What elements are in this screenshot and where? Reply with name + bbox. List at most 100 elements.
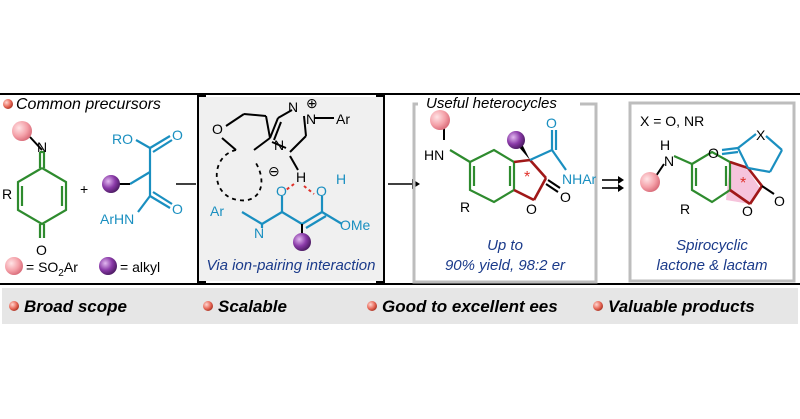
triazolium-catalyst <box>221 109 334 171</box>
lactone-co-double-2 <box>545 183 559 193</box>
heterocycles-caption-2: 90% yield, 98:2 er <box>445 257 566 274</box>
feature-bullet-icon <box>203 301 213 311</box>
catalyst-box <box>198 97 384 281</box>
cat-n-label-1: N <box>288 99 298 115</box>
panel3-frame <box>412 102 598 284</box>
feature-bullet-icon <box>9 301 19 311</box>
stereo-star: * <box>524 169 530 186</box>
heterocycles-heading: Useful heterocycles <box>426 95 557 112</box>
enolate-ar-label: Ar <box>210 203 224 219</box>
feature-bullet-icon <box>367 301 377 311</box>
enolate-ome-label: OMe <box>340 217 371 233</box>
spiro-h-label: H <box>660 137 670 153</box>
catalyst-caption: Via ion-pairing interaction <box>207 257 376 274</box>
cat-h-label: H <box>296 169 306 185</box>
plus-sign: + <box>80 181 88 197</box>
arhn-label: ArHN <box>100 211 134 227</box>
spiro-carbonyl-o-label: O <box>774 193 785 209</box>
heterocycles-panel: Useful heterocycles HN NHAr O O O R * <box>412 95 598 284</box>
cat-n-label-2: N <box>306 111 316 127</box>
panel4-frame <box>628 101 796 283</box>
n-to-sphere-bond <box>29 136 43 151</box>
x-definition: X = O, NR <box>640 113 704 129</box>
cat-ar-label: Ar <box>336 111 350 127</box>
enolate-o-label-2: O <box>316 183 327 199</box>
enolate-substrate <box>241 196 343 229</box>
precursors-panel: Common precursors N R O + <box>2 96 183 279</box>
nh-bond <box>449 149 471 163</box>
spiro-caption-2: lactone & lactam <box>657 257 768 274</box>
multistep-arrow <box>602 176 624 192</box>
carbonyl-o-label: O <box>560 189 571 205</box>
legend-sulfonyl: = SO2Ar <box>26 259 78 279</box>
lactone-ring <box>513 158 548 202</box>
fused-ring-dashed <box>215 149 263 202</box>
cat-o-label: O <box>212 121 223 137</box>
amide-branch-bond <box>529 148 553 162</box>
catalyst-panel: O N N ⊕ Ar N H ⊖ O O H Ar N OMe Via io <box>197 95 385 283</box>
amide-o-label-p: O <box>546 115 557 131</box>
wedge-bond <box>518 144 530 160</box>
h-bond-1 <box>285 183 295 191</box>
spiro-ring-o-label: O <box>742 203 753 219</box>
enolate-minus-label: ⊖ <box>268 163 280 179</box>
enolate-alkyl-sphere-icon <box>293 233 311 251</box>
spiro-panel: X = O, NR H N X O O <box>628 101 796 283</box>
feature-label: Valuable products <box>608 297 755 316</box>
enolate-o-label-1: O <box>276 183 287 199</box>
lactone-o-label: O <box>526 201 537 217</box>
feature-item-scalable: Scalable <box>203 297 287 316</box>
legend-sulfonyl-sphere-icon <box>5 257 23 275</box>
feature-bar-bg <box>2 288 798 324</box>
feature-item-broad-scope: Broad scope <box>9 297 127 316</box>
feature-bullet-icon <box>593 301 603 311</box>
feature-label: Broad scope <box>24 297 127 316</box>
precursors-heading: Common precursors <box>16 96 161 113</box>
legend-alkyl-sphere-icon <box>99 257 117 275</box>
cat-plus-label: ⊕ <box>306 95 318 111</box>
amide-o-label: O <box>172 201 183 217</box>
product-sulfonyl-sphere-icon <box>430 110 450 130</box>
spiro-r-label: R <box>680 201 690 217</box>
product-alkyl-sphere-icon <box>507 131 525 149</box>
feature-label: Good to excellent ees <box>382 297 558 316</box>
h-bond-2 <box>303 185 315 195</box>
malonamide-structure <box>129 135 173 213</box>
feature-item-valuable: Valuable products <box>593 297 755 316</box>
benzofuranone-structure <box>468 148 516 204</box>
ester-o-label: O <box>172 127 183 143</box>
enolate-n-label: N <box>254 225 264 241</box>
feature-item-good-ees: Good to excellent ees <box>367 297 558 316</box>
heterocycles-caption-1: Up to <box>487 237 523 254</box>
cat-n-label-3: N <box>274 137 284 153</box>
feature-bar: Broad scope Scalable Good to excellent e… <box>2 288 798 324</box>
ro-label: RO <box>112 131 133 147</box>
alkyl-sphere-icon <box>102 175 120 193</box>
sulfonyl-sphere-icon <box>12 121 32 141</box>
spiro-n-sphere-bond <box>655 163 665 177</box>
quinone-imine-structure <box>16 150 68 238</box>
spiro-top-o-label: O <box>708 145 719 161</box>
enolate-h-label: H <box>336 171 346 187</box>
heading-bullet-icon <box>3 99 13 109</box>
amide-n-bond <box>551 149 567 171</box>
ring-r-label: R <box>2 186 12 202</box>
lactone-co-double <box>547 179 561 189</box>
spiro-co-double <box>761 185 775 195</box>
spiro-stereo-star: * <box>740 175 746 192</box>
hn-label: HN <box>424 147 444 163</box>
spiro-top-ring <box>721 133 783 174</box>
spiro-n-label: N <box>664 153 674 169</box>
product-r-label: R <box>460 199 470 215</box>
spiro-sulfonyl-sphere-icon <box>640 172 660 192</box>
spiro-lactone-ring <box>729 160 764 206</box>
ring-o-label: O <box>36 242 47 258</box>
spiro-x-label: X <box>756 127 766 143</box>
imine-n-label: N <box>37 139 47 155</box>
bracket-left <box>197 95 206 283</box>
legend-alkyl: = alkyl <box>120 259 160 275</box>
bracket-right <box>376 95 385 283</box>
spiro-nh-bond <box>673 154 693 166</box>
feature-label: Scalable <box>218 297 287 316</box>
